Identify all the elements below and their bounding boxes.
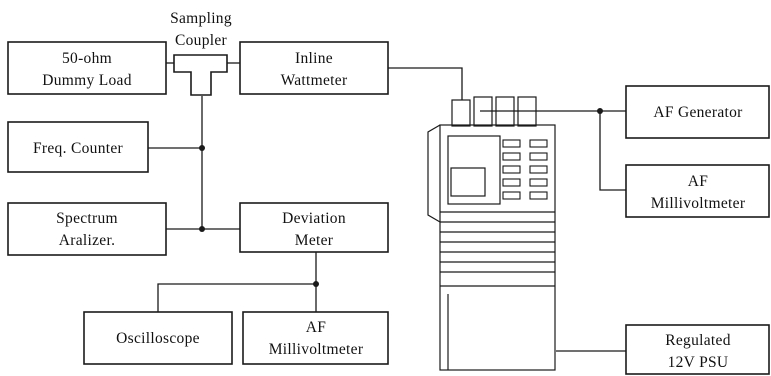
junction-dot — [597, 108, 603, 114]
sampling-coupler-label-line1: Sampling — [170, 10, 232, 27]
psu-box: Regulated 12V PSU — [625, 324, 770, 375]
freq-counter-label: Freq. Counter — [33, 140, 124, 157]
af-millivoltmeter-right-label-line2: Millivoltmeter — [651, 195, 746, 212]
handheld-radio-icon — [427, 96, 556, 371]
junction-dot — [199, 226, 205, 232]
freq-counter-box: Freq. Counter — [7, 121, 149, 173]
spectrum-analyzer-box: Spectrum Aralizer. — [7, 202, 167, 256]
psu-label-line1: Regulated — [665, 332, 731, 349]
psu-label-line2: 12V PSU — [668, 354, 729, 371]
deviation-meter-label-line1: Deviation — [282, 210, 346, 227]
wattmeter-label-line2: Wattmeter — [281, 72, 348, 89]
sampling-coupler: Sampling Coupler — [170, 10, 232, 96]
junction-dot — [313, 281, 319, 287]
af-generator-box: AF Generator — [625, 85, 770, 139]
junction-dot — [199, 145, 205, 151]
sampling-coupler-label-line2: Coupler — [175, 32, 228, 49]
af-millivoltmeter-bottom-box: AF Millivoltmeter — [242, 311, 389, 365]
deviation-meter-box: Deviation Meter — [239, 202, 389, 253]
oscilloscope-box: Oscilloscope — [83, 311, 233, 365]
oscilloscope-label: Oscilloscope — [116, 330, 200, 347]
spectrum-analyzer-label-line2: Aralizer. — [59, 232, 116, 249]
af-millivoltmeter-bottom-label-line1: AF — [306, 319, 326, 336]
af-millivoltmeter-right-box: AF Millivoltmeter — [625, 164, 770, 218]
af-millivoltmeter-right-label-line1: AF — [688, 173, 708, 190]
deviation-meter-label-line2: Meter — [295, 232, 334, 249]
af-generator-label: AF Generator — [653, 104, 743, 121]
wattmeter-box: Inline Wattmeter — [239, 41, 389, 95]
dummy-load-label-line1: 50-ohm — [62, 50, 112, 67]
dummy-load-box: 50-ohm Dummy Load — [7, 41, 167, 95]
wattmeter-label-line1: Inline — [295, 50, 333, 67]
dummy-load-label-line2: Dummy Load — [42, 72, 132, 89]
spectrum-analyzer-label-line1: Spectrum — [56, 210, 118, 227]
af-millivoltmeter-bottom-label-line2: Millivoltmeter — [269, 341, 364, 358]
